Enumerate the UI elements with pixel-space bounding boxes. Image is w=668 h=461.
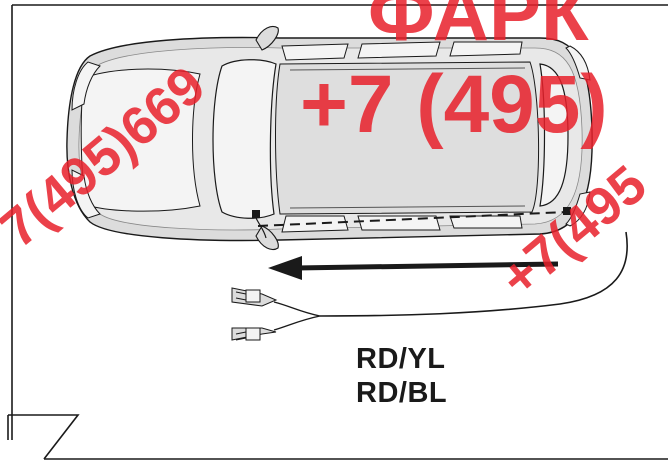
direction-arrow-icon (268, 256, 559, 280)
internal-wiring (252, 207, 571, 239)
car-hood (80, 68, 201, 212)
wire-branch-lower (273, 315, 321, 331)
car-mirror-top (255, 25, 279, 51)
car-roof (275, 61, 540, 215)
wire-color-label-red-yellow: RD/YL (356, 343, 446, 375)
car-windshield (212, 59, 277, 219)
wire-connector-icon (231, 327, 277, 341)
car-top-view (66, 25, 593, 251)
wire-entry-point-rear (563, 207, 571, 215)
car-tail-light-top (565, 45, 591, 81)
car-rear-window (539, 63, 569, 207)
wire-entry-point-front (252, 210, 260, 218)
car-side-windows-top (281, 41, 523, 61)
wire-color-label-red-blue: RD/BL (356, 377, 448, 409)
car-tail-light-bottom (565, 191, 591, 227)
wire-branch-upper (273, 301, 321, 317)
wire-connector-icon (231, 287, 278, 307)
page-frame (7, 4, 668, 460)
watermark-brand: ФАРК (368, 0, 589, 57)
external-wire (319, 231, 628, 317)
car-headlight-bottom (71, 169, 101, 219)
car-headlight-top (71, 61, 101, 111)
car-mirror-bottom (255, 225, 279, 251)
watermark-phone: +7 (495) (300, 59, 608, 150)
